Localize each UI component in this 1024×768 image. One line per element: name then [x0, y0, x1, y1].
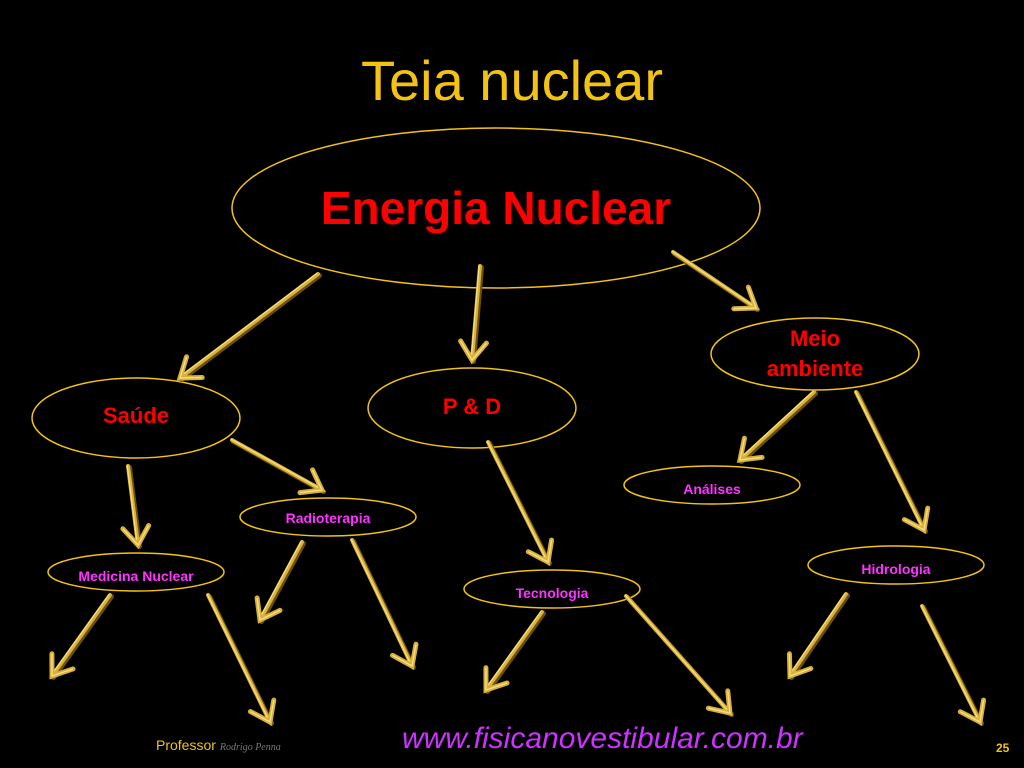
- saude-label: Saúde: [102, 403, 170, 428]
- energia-nuclear-label: Energia Nuclear: [320, 182, 672, 234]
- page-number: 25: [996, 741, 1010, 755]
- arrow-meio-to-analises: [736, 390, 818, 464]
- arrow-radioterapia-right: [350, 538, 419, 670]
- radioterapia-ellipse: [239, 497, 417, 537]
- energia-nuclear-ellipse: [231, 127, 761, 289]
- arrow-saude-to-medicina: [120, 464, 152, 550]
- meio-ambiente-label: Meio ambiente: [766, 326, 864, 381]
- analises-ellipse: [623, 465, 801, 505]
- pd-ellipse: [367, 367, 577, 449]
- arrow-meio-to-hidrologia: [854, 390, 931, 534]
- hidrologia-label: Hidrologia: [861, 561, 931, 577]
- arrow-energia-to-meio: [671, 250, 760, 312]
- arrow-energia-to-saude: [176, 272, 322, 382]
- saude-ellipse: [31, 377, 241, 459]
- slide-title: Teia nuclear: [361, 49, 663, 112]
- arrow-saude-to-radioterapia: [230, 438, 326, 496]
- tecnologia-label: Tecnologia: [515, 585, 589, 601]
- arrow-medicina-right: [206, 593, 277, 726]
- meio-ambiente-ellipse: [710, 317, 920, 391]
- tecnologia-ellipse: [463, 569, 641, 609]
- radioterapia-label: Radioterapia: [285, 510, 371, 526]
- arrow-energia-to-pd: [458, 264, 489, 365]
- arrow-hidrologia-left: [786, 592, 850, 680]
- arrow-hidrologia-right: [920, 604, 987, 726]
- arrow-tecnologia-left: [483, 610, 546, 694]
- footer-url-link[interactable]: www.fisicanovestibular.com.br: [402, 722, 803, 755]
- hidrologia-ellipse: [807, 545, 985, 585]
- arrow-medicina-left: [49, 593, 114, 680]
- signature: Rodrigo Penna: [219, 742, 281, 753]
- medicina-nuclear-ellipse: [47, 552, 225, 592]
- professor-label: Professor: [156, 737, 216, 753]
- arrow-pd-to-tecnologia: [486, 440, 555, 566]
- arrow-tecnologia-right: [624, 594, 734, 717]
- medicina-nuclear-label: Medicina Nuclear: [78, 568, 194, 584]
- analises-label: Análises: [683, 481, 741, 497]
- arrow-radioterapia-left: [254, 540, 306, 624]
- pd-label: P & D: [442, 394, 502, 419]
